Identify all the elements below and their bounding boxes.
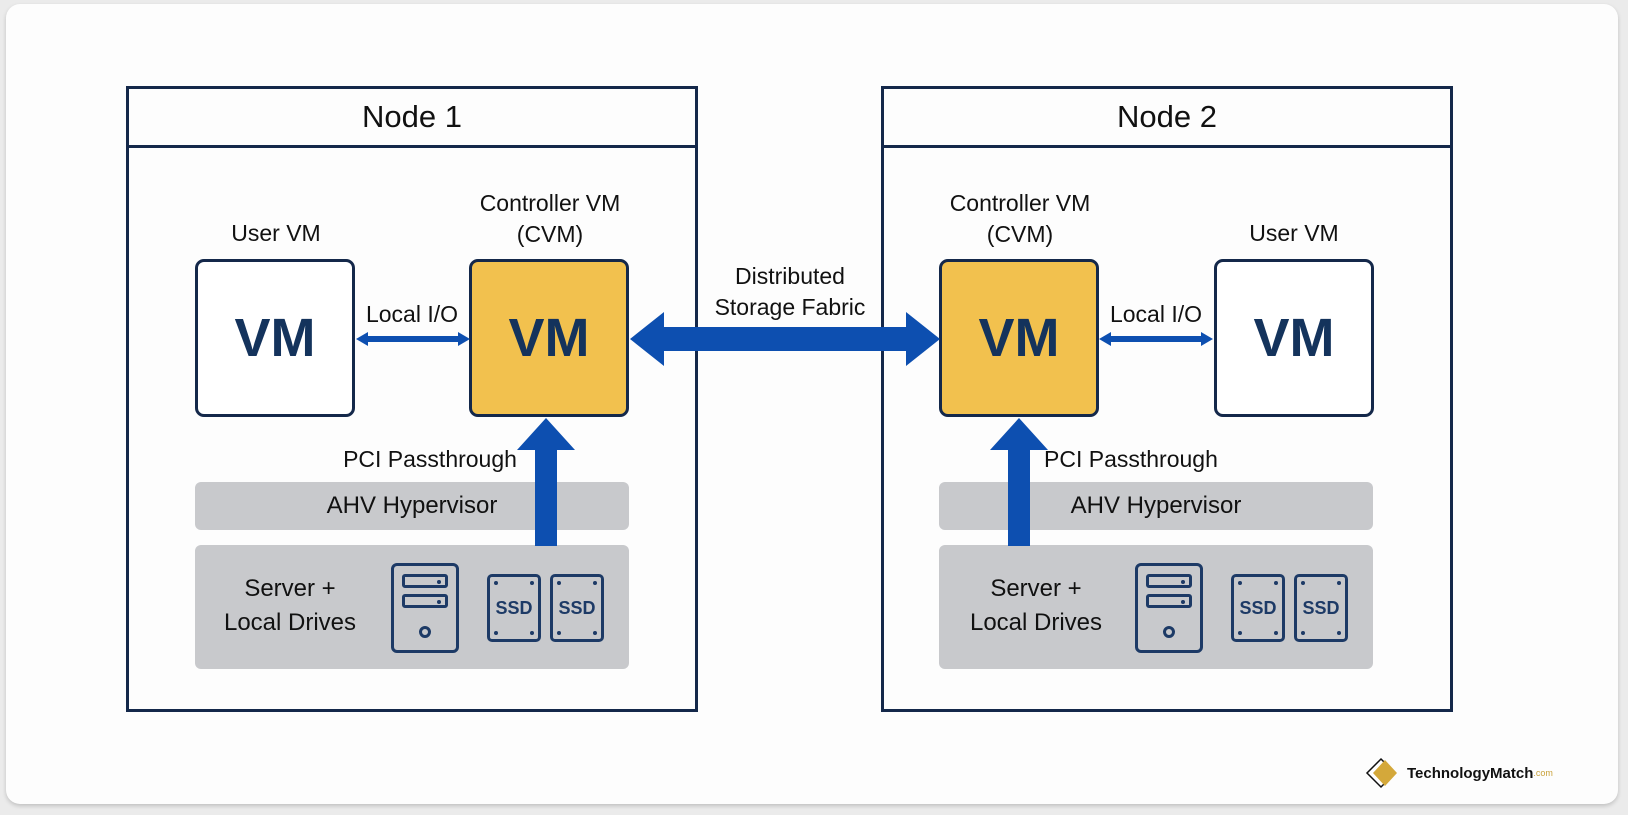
node-2-cvm-box: VM [939,259,1099,417]
node-2-user-vm-box: VM [1214,259,1374,417]
node-1-cvm-caption-line2: (CVM) [516,221,584,247]
node-2-ssd-1-label: SSD [1239,597,1277,618]
node-2-cvm-caption-line2: (CVM) [986,221,1054,247]
node-2-local-io-arrow [1099,332,1213,346]
node-2-user-vm-caption: User VM [1249,220,1339,246]
node-1-title: Node 1 [129,89,695,148]
node-1-hypervisor-label: AHV Hypervisor [326,492,498,519]
fabric-label-line1: Distributed [735,263,845,289]
node-2-ssd-icon-1: SSD [1231,574,1285,642]
node-2-pci-label: PCI Passthrough [1044,446,1218,472]
node-2-hardware-label-line1: Server + [990,575,1082,602]
node-1-cvm-box: VM [469,259,629,417]
node-1-hardware-layer: Server + Local Drives SSD SSD [195,545,629,669]
node-2-ssd-icon-2: SSD [1294,574,1348,642]
node-2-title: Node 2 [884,89,1450,148]
node-2-ssd-2-label: SSD [1302,597,1340,618]
node-1-ssd-2-label: SSD [558,597,596,618]
node-2-hypervisor-label: AHV Hypervisor [1070,492,1242,519]
node-1-pci-arrow [517,418,575,546]
node-2-hardware-layer: Server + Local Drives SSD SSD [939,545,1373,669]
node-1-ssd-1-label: SSD [495,597,533,618]
node-1-hardware-label-line2: Local Drives [223,609,357,636]
brand-tld: .com [1533,768,1553,778]
node-2-server-icon [1135,563,1203,653]
node-2-local-io-label: Local I/O [1109,301,1203,327]
brand-logo: TechnologyMatch.com [1365,757,1553,789]
node-1-user-vm-box: VM [195,259,355,417]
node-2-cvm-caption-line1: Controller VM [949,190,1091,216]
node-2-hardware-label-line2: Local Drives [969,609,1103,636]
node-2-pci-arrow [990,418,1048,546]
node-1-user-vm-caption: User VM [231,220,321,246]
node-1-ssd-icon-1: SSD [487,574,541,642]
node-1-server-icon [391,563,459,653]
brand-name: TechnologyMatch [1407,764,1534,782]
node-1-pci-label: PCI Passthrough [343,446,517,472]
node-1-cvm-caption-line1: Controller VM [479,190,621,216]
node-1-hardware-label-line1: Server + [244,575,336,602]
diamond-logo-icon [1365,757,1397,789]
fabric-label-line2: Storage Fabric [714,294,866,320]
storage-fabric-arrow [630,312,940,366]
node-1-ssd-icon-2: SSD [550,574,604,642]
node-1-local-io-label: Local I/O [365,301,459,327]
node-1-local-io-arrow [356,332,470,346]
